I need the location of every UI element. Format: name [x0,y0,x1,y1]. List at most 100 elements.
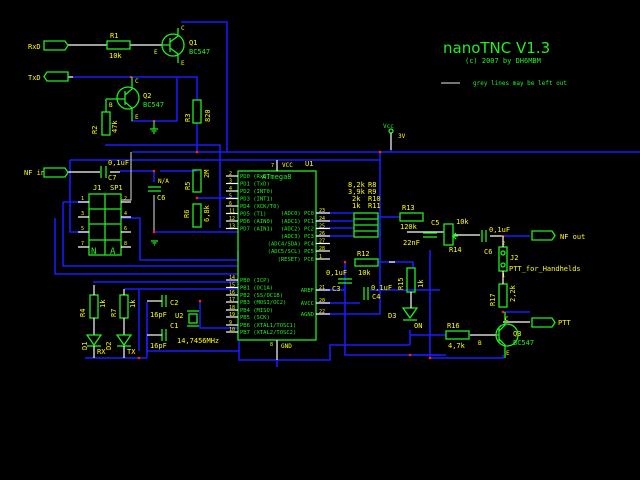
svg-text:R13: R13 [402,204,415,212]
vcc-symbol: Vcc 3V [383,123,406,152]
u1-pin-label: PD6 (AIN0) [240,219,273,225]
transistor-q3: Q3 BC547 B C E [478,312,534,358]
resistor-r15: R15 1k [397,267,425,293]
svg-text:C: C [181,25,185,32]
svg-text:R15: R15 [397,277,405,290]
port-ptt[interactable]: PTT [531,317,571,328]
resistor-r1: R1 10k [106,32,131,60]
connector-j1[interactable]: J1 SP1 N A 1 3 5 7 2 4 6 8 [78,184,131,257]
jumper-j2[interactable]: 2 1 J2 PTT_for_Handhelds [498,236,581,284]
resistor-r2: R2 47k [91,111,119,136]
u1-pin-number: 1 [319,254,322,260]
led-d2: D2 TX [105,334,136,358]
svg-text:3,9k: 3,9k [348,188,366,196]
svg-text:10k: 10k [456,218,469,226]
svg-text:C: C [135,78,139,85]
svg-text:SP1: SP1 [110,184,123,192]
svg-text:J2: J2 [510,254,518,262]
u1-pin-label: PB7 (XTAL2/TOSC2) [240,330,296,336]
u1-pin-label: PB5 (SCK) [240,315,270,321]
svg-text:TX: TX [127,348,136,356]
u1-pin-number: 18 [229,305,235,311]
resistor-r5: R5 2M [184,169,211,193]
svg-text:PTT_for_Handhelds: PTT_for_Handhelds [509,265,581,273]
svg-text:Vcc: Vcc [383,123,394,130]
svg-text:TxD: TxD [28,74,41,82]
capacitor-c7: 0,1uF C7 [100,159,129,182]
svg-text:47k: 47k [111,120,119,133]
u1-pin-label: PD2 (INT0) [240,189,273,195]
svg-text:R16: R16 [447,322,460,330]
u1-pin-label: PD1 (TxD) [240,182,270,188]
svg-text:BC547: BC547 [189,48,210,56]
svg-text:R3: R3 [184,114,192,122]
svg-text:C2: C2 [170,299,178,307]
port-rxd[interactable]: RxD [28,40,69,51]
svg-text:R2: R2 [91,126,99,134]
led-d1: D1 RX [81,334,106,358]
svg-text:0,1uF: 0,1uF [489,226,510,234]
svg-text:1k: 1k [99,299,107,308]
svg-text:ATmega8: ATmega8 [262,173,292,181]
svg-text:E: E [154,49,158,56]
svg-text:U2: U2 [175,312,183,320]
led-d3: D3 ON [388,292,422,330]
capacitor-c3: 0,1uF C3 [326,269,352,293]
u1-pin-label: AREF [301,288,314,294]
resistor-r12: R12 10k [354,250,379,277]
svg-text:7: 7 [81,241,84,247]
svg-text:R10: R10 [368,195,381,203]
svg-text:8: 8 [124,241,127,247]
u1-pin-label: PD0 (RxD) [240,174,270,180]
u1-pin-number: 20 [319,298,325,304]
u1-pin-number: 24 [319,216,325,222]
svg-text:2: 2 [124,196,127,202]
svg-text:VCC: VCC [282,162,293,169]
svg-text:1: 1 [81,196,84,202]
svg-text:10k: 10k [109,52,122,60]
svg-text:3: 3 [81,211,84,217]
svg-text:GND: GND [281,343,292,350]
svg-text:J1: J1 [93,184,101,192]
svg-text:2,2k: 2,2k [509,284,517,302]
svg-text:6: 6 [124,226,127,232]
port-txd[interactable]: TxD [28,71,69,82]
u1-pin-number: 6 [229,201,232,207]
svg-text:N: N [91,247,96,257]
u1-pin-label: PB6 (XTAL1/TOSC1) [240,323,296,329]
u1-pin-label: (ADC4/SDA) PC4 [268,242,315,248]
potentiometer-r14[interactable]: 10k R14 [443,218,469,254]
svg-text:Q2: Q2 [143,92,151,100]
capacitor-c1: C1 16pF [147,322,178,350]
resistor-r13: R13 120k [399,204,424,231]
u1-pin-label: (ADC3) PC3 [281,234,314,240]
u1-pin-label: AGND [301,312,314,318]
u1-pin-label: PD3 (INT1) [240,197,273,203]
u1-pin-label: (ADC1) PC1 [281,219,314,225]
svg-text:RxD: RxD [28,43,41,51]
resistor-r16: R16 4,7k [445,322,470,350]
svg-text:R4: R4 [79,309,87,317]
resistor-r7: R7 1k [110,289,137,335]
u1-pin-number: 28 [319,246,325,252]
u1-pin-label: PB2 (SS/OC1B) [240,293,283,299]
svg-text:R1: R1 [110,32,118,40]
u1-pin-number: 11 [229,209,235,215]
grey-wires [121,152,155,232]
crystal-u2: U2 14,7456MHz [175,310,219,345]
u1-pin-number: 13 [229,224,235,230]
u1-pin-number: 22 [319,309,325,315]
svg-text:16pF: 16pF [150,342,167,350]
port-nf-out[interactable]: NF out [531,230,585,241]
svg-text:E: E [135,114,139,121]
svg-text:0,1uF: 0,1uF [371,284,392,292]
svg-text:14,7456MHz: 14,7456MHz [177,337,219,345]
svg-text:R11: R11 [368,202,381,210]
svg-text:16pF: 16pF [150,311,167,319]
port-nf-in[interactable]: NF in [24,167,69,178]
svg-text:BC547: BC547 [143,101,164,109]
svg-text:R8: R8 [368,181,376,189]
svg-text:1k: 1k [129,299,137,308]
u1-pin-number: 12 [229,216,235,222]
